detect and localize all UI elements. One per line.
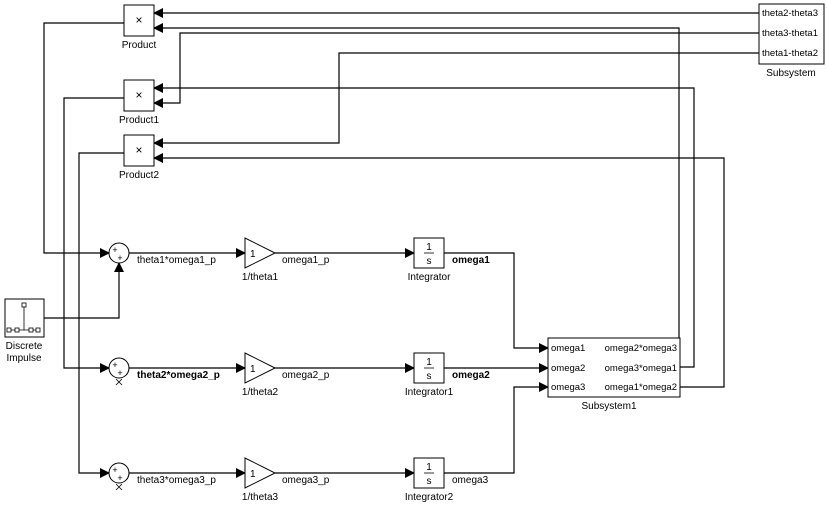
integrator2-numerator: 1 — [426, 462, 432, 473]
wire-omega3-to-subsystem1[interactable] — [444, 382, 549, 474]
subsystem1-output-port-1: omega2*omega3 — [605, 343, 677, 354]
signal-label-omega2: omega2 — [452, 370, 490, 381]
product-block[interactable]: × Product — [122, 4, 157, 51]
multiply-icon: × — [135, 143, 142, 157]
discrete-impulse-label-1: Discrete — [6, 341, 43, 352]
subsystem1-output-port-2: omega3*omega1 — [605, 363, 677, 374]
gain1-label: 1/theta1 — [242, 272, 279, 283]
integrator-denominator: s — [427, 256, 432, 267]
signal-label-omega3: omega3 — [452, 475, 489, 486]
sum2-block[interactable]: + + — [108, 357, 130, 386]
gain2-value: 1 — [250, 364, 256, 375]
signal-label-gain2: omega2_p — [282, 370, 330, 381]
unconnected-port-icon — [115, 378, 123, 386]
wire-product1-to-sum2[interactable] — [63, 97, 124, 373]
signal-label-sum3: theta3*omega3_p — [137, 475, 216, 486]
product2-block[interactable]: × Product2 — [119, 134, 159, 181]
wire-omega1-to-subsystem1[interactable] — [444, 252, 549, 353]
plus-icon: + — [117, 473, 122, 483]
sum1-block[interactable]: + + — [108, 242, 130, 264]
wire-impulse-to-sum1[interactable] — [44, 262, 124, 319]
subsystem1-input-port-2: omega2 — [551, 363, 585, 374]
signal-label-sum2: theta2*omega2_p — [137, 370, 220, 381]
integrator1-numerator: 1 — [426, 357, 432, 368]
wire-theta12-to-product2[interactable] — [153, 52, 759, 148]
multiply-icon: × — [135, 88, 142, 102]
plus-icon: + — [112, 245, 117, 255]
unconnected-port-icon — [115, 483, 123, 491]
wire-theta31-to-product1[interactable] — [153, 32, 759, 108]
gain3-block[interactable]: 1 1/theta3 — [242, 457, 279, 503]
plus-icon: + — [117, 368, 122, 378]
subsystem1-block[interactable]: omega1 omega2 omega3 omega2*omega3 omega… — [547, 337, 681, 412]
subsystem1-label: Subsystem1 — [581, 401, 636, 412]
integrator2-block[interactable]: 1 s Integrator2 — [405, 457, 454, 503]
gain1-value: 1 — [250, 249, 256, 260]
signal-label-gain3: omega3_p — [282, 475, 330, 486]
subsystem-block[interactable]: theta2-theta3 theta3-theta1 theta1-theta… — [758, 3, 825, 79]
subsystem1-input-port-3: omega3 — [551, 382, 585, 393]
product1-label: Product1 — [119, 115, 159, 126]
gain2-block[interactable]: 1 1/theta2 — [242, 352, 279, 398]
integrator-numerator: 1 — [426, 242, 432, 253]
integrator2-denominator: s — [427, 476, 432, 487]
integrator2-label: Integrator2 — [405, 492, 454, 503]
plus-icon: + — [112, 360, 117, 370]
integrator-block[interactable]: 1 s Integrator — [408, 237, 451, 283]
product1-block[interactable]: × Product1 — [119, 79, 159, 126]
gain3-value: 1 — [250, 469, 256, 480]
integrator1-block[interactable]: 1 s Integrator1 — [405, 352, 454, 398]
wire-w1w2-to-product2[interactable] — [153, 153, 725, 388]
discrete-impulse-block[interactable]: Discrete Impulse — [4, 298, 45, 364]
subsystem-output-port-1: theta2-theta3 — [762, 8, 818, 19]
gain2-label: 1/theta2 — [242, 387, 279, 398]
integrator1-label: Integrator1 — [405, 387, 454, 398]
product-label: Product — [122, 40, 157, 51]
subsystem1-output-port-3: omega1*omega2 — [605, 382, 677, 393]
subsystem1-input-port-1: omega1 — [551, 343, 585, 354]
integrator-label: Integrator — [408, 272, 451, 283]
gain1-block[interactable]: 1 1/theta1 — [242, 237, 279, 283]
subsystem-output-port-2: theta3-theta1 — [762, 28, 818, 39]
signal-label-gain1: omega1_p — [282, 255, 330, 266]
subsystem-label: Subsystem — [766, 68, 815, 79]
discrete-impulse-label-2: Impulse — [6, 353, 41, 364]
multiply-icon: × — [135, 13, 142, 27]
impulse-icon — [6, 302, 41, 333]
wire-product-to-sum1[interactable] — [43, 22, 124, 258]
subsystem-output-port-3: theta1-theta2 — [762, 48, 818, 59]
plus-icon: + — [117, 253, 122, 263]
wire-w2w3-to-product[interactable] — [153, 23, 680, 349]
wire-w3w1-to-product1[interactable] — [153, 83, 695, 368]
wire-product2-to-sum3[interactable] — [78, 152, 124, 478]
signal-label-omega1: omega1 — [452, 255, 490, 266]
signal-label-sum1: theta1*omega1_p — [137, 255, 216, 266]
integrator1-denominator: s — [427, 371, 432, 382]
sum3-block[interactable]: + + — [108, 462, 130, 491]
product2-label: Product2 — [119, 170, 159, 181]
plus-icon: + — [112, 465, 117, 475]
gain3-label: 1/theta3 — [242, 492, 279, 503]
